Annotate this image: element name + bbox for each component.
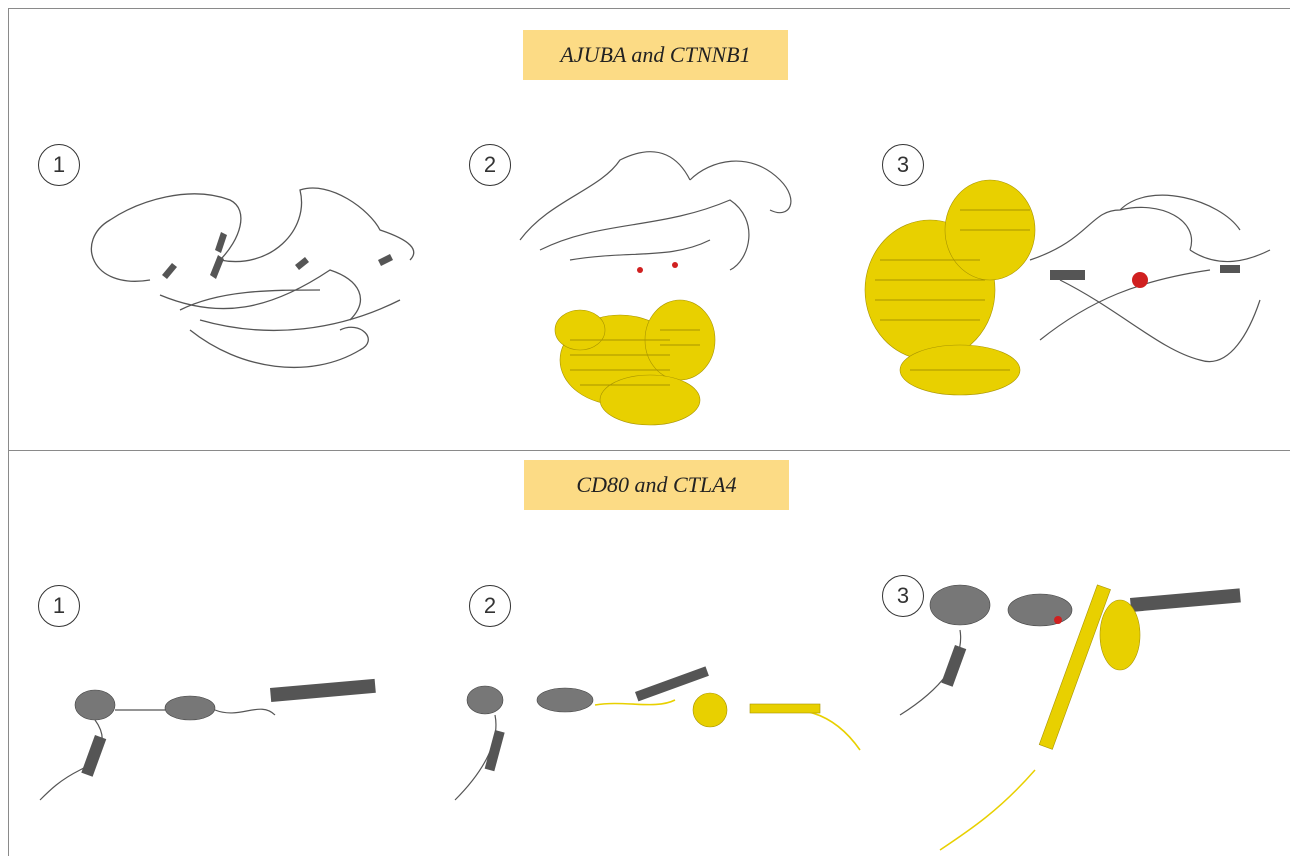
panel-1-model-1-structure <box>70 180 430 380</box>
panel-2-title-box: CD80 and CTLA4 <box>524 460 789 510</box>
panel-2-model-3-structure <box>900 580 1250 850</box>
panel-2-model-2-number: 2 <box>469 585 511 627</box>
panel-2-model-1-number: 1 <box>38 585 80 627</box>
panel-1-title: AJUBA and CTNNB1 <box>560 42 750 68</box>
panel-1-model-3-structure <box>860 170 1280 410</box>
panel-1-title-box: AJUBA and CTNNB1 <box>523 30 788 80</box>
panel-divider <box>8 450 1290 451</box>
panel-2-model-2-structure <box>455 670 875 810</box>
panel-2-title: CD80 and CTLA4 <box>576 472 736 498</box>
panel-2-model-1-structure <box>40 680 380 800</box>
panel-1-model-2-number: 2 <box>469 144 511 186</box>
panel-1-model-2-structure <box>510 140 820 440</box>
